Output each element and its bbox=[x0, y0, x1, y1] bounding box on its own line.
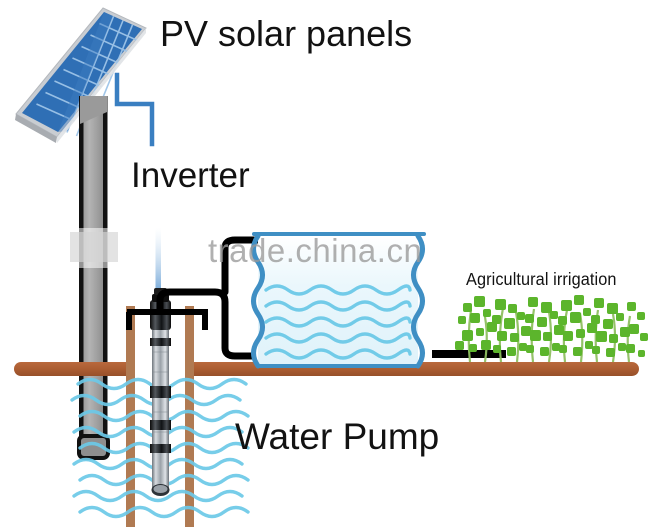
dc-cable-panel-to-inverter bbox=[114, 72, 155, 147]
tank-inlet-pipe bbox=[221, 236, 292, 296]
mounting-pole bbox=[70, 96, 118, 460]
wellhead-fitting bbox=[126, 309, 208, 330]
panel-cell-grid bbox=[36, 16, 138, 140]
submersible-pump bbox=[150, 288, 171, 496]
label-inverter: Inverter bbox=[131, 156, 250, 195]
storage-tank bbox=[251, 232, 426, 369]
crop-foliage bbox=[455, 295, 648, 357]
label-agricultural-irrigation: Agricultural irrigation bbox=[466, 269, 617, 289]
delivery-pipe bbox=[156, 288, 256, 360]
crop-field bbox=[455, 295, 648, 363]
label-pv-solar-panels: PV solar panels bbox=[160, 13, 413, 54]
label-water-pump: Water Pump bbox=[235, 416, 440, 457]
solar-panel bbox=[15, 7, 147, 143]
tank-water bbox=[264, 284, 412, 360]
